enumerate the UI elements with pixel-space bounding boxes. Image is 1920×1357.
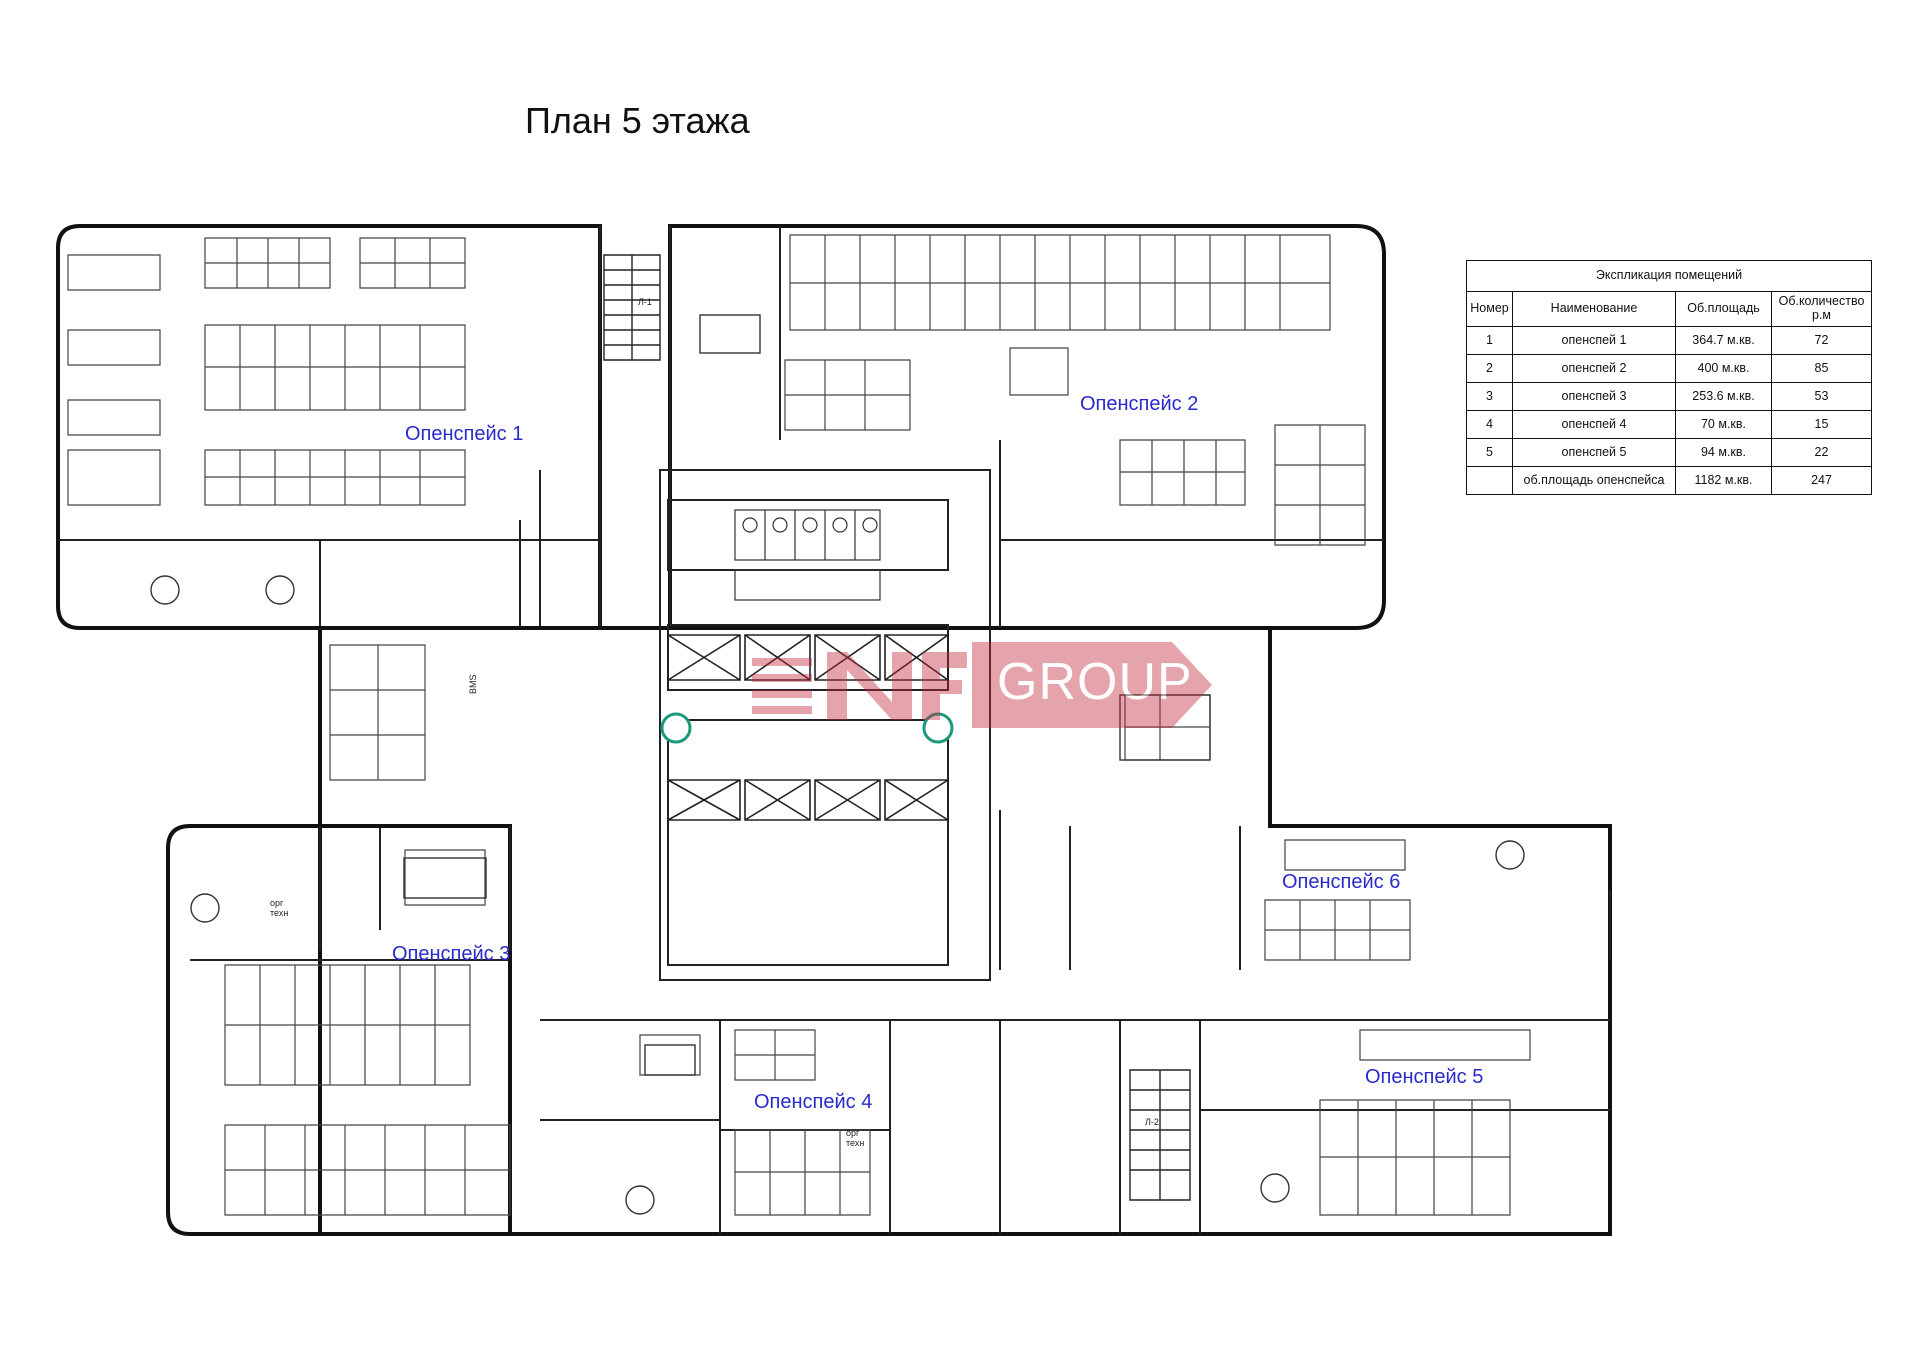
zone-label-open3: Опенспейс 3 (392, 943, 510, 965)
watermark-arrow (972, 642, 1212, 728)
watermark-brand: GROUP (997, 653, 1193, 711)
stairwells (603, 254, 1191, 1201)
table-row: 2 опенспей 2 400 м.кв. 85 (1466, 354, 1873, 383)
cell-name: опенспей 3 (1512, 382, 1676, 411)
columns (660, 712, 954, 744)
cell-number: 5 (1466, 438, 1513, 467)
col-header-name: Наименование (1512, 291, 1676, 327)
zone-label-open5: Опенспейс 5 (1365, 1066, 1483, 1088)
zone-label-open2: Опенспейс 2 (1080, 393, 1198, 415)
table-row: 1 опенспей 1 364.7 м.кв. 72 (1466, 326, 1873, 355)
lift-shafts (667, 634, 949, 821)
watermark-letter-f (922, 652, 967, 720)
cell-name: опенспей 4 (1512, 410, 1676, 439)
room-label-org-line1: орг (270, 898, 284, 908)
cell-count: 72 (1770, 326, 1873, 355)
cell-number: 1 (1466, 326, 1513, 355)
explication-table: Экспликация помещений Номер Наименование… (1465, 260, 1873, 495)
cell-number (1466, 466, 1513, 495)
col-header-area: Об.площадь (1675, 291, 1772, 327)
cell-area: 1182 м.кв. (1675, 466, 1772, 495)
cell-area: 400 м.кв. (1675, 354, 1772, 383)
meeting-tables (150, 314, 1525, 1215)
cell-count: 22 (1770, 438, 1873, 467)
cell-name: опенспей 1 (1512, 326, 1676, 355)
watermark-logo (752, 642, 1212, 728)
room-label-org-line2: техн (270, 908, 288, 918)
plan-title: План 5 этажа (525, 100, 750, 141)
table-row: 5 опенспей 5 94 м.кв. 22 (1466, 438, 1873, 467)
table-row: 3 опенспей 3 253.6 м.кв. 53 (1466, 382, 1873, 411)
stair-label-l1: Л-1 (638, 297, 652, 307)
wc-fixtures (734, 509, 881, 601)
table-caption: Экспликация помещений (1465, 260, 1873, 292)
cell-count: 15 (1770, 410, 1873, 439)
workstation-blocks (67, 234, 1531, 1216)
table-total-row: об.площадь опенспейса 1182 м.кв. 247 (1466, 466, 1873, 495)
cell-count: 85 (1770, 354, 1873, 383)
watermark: GROUP (742, 642, 1212, 728)
cell-area: 94 м.кв. (1675, 438, 1772, 467)
building-outline (56, 224, 1612, 1236)
cell-area: 364.7 м.кв. (1675, 326, 1772, 355)
cell-name: опенспей 5 (1512, 438, 1676, 467)
room-label-org2-line2: техн (846, 1138, 864, 1148)
room-label-org2-line1: орг (846, 1128, 860, 1138)
cell-number: 4 (1466, 410, 1513, 439)
col-header-number: Номер (1466, 291, 1513, 327)
cell-area: 70 м.кв. (1675, 410, 1772, 439)
cell-number: 3 (1466, 382, 1513, 411)
watermark-stripes (752, 658, 812, 714)
zone-label-open6: Опенспейс 6 (1282, 871, 1400, 893)
table-row: 4 опенспей 4 70 м.кв. 15 (1466, 410, 1873, 439)
stair-label-l2: Л-2 (1145, 1117, 1159, 1127)
zone-label-open4: Опенспейс 4 (754, 1091, 872, 1113)
watermark-letter-n (827, 652, 912, 720)
col-header-count: Об.количество р.м (1770, 291, 1873, 327)
cell-count: 53 (1770, 382, 1873, 411)
zone-label-open1: Опенспейс 1 (405, 423, 523, 445)
cell-name: опенспей 2 (1512, 354, 1676, 383)
cell-number: 2 (1466, 354, 1513, 383)
interior-walls (58, 226, 1611, 1234)
cell-area: 253.6 м.кв. (1675, 382, 1772, 411)
cell-name: об.площадь опенспейса (1512, 466, 1676, 495)
room-label-bms: BMS (468, 674, 478, 694)
cell-count: 247 (1770, 466, 1873, 495)
